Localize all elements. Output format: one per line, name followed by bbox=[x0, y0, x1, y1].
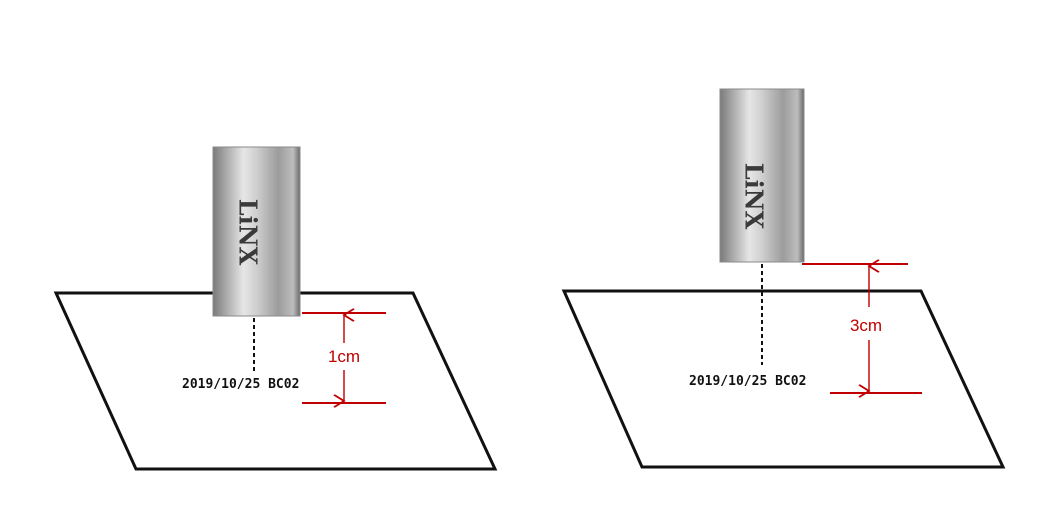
distance-dimension: 3cm bbox=[802, 264, 922, 393]
distance-label: 1cm bbox=[328, 347, 360, 366]
distance-dimension: 1cm bbox=[302, 313, 386, 403]
printed-code-text: 2019/10/25 BC02 bbox=[689, 374, 806, 389]
printed-code-text: 2019/10/25 BC02 bbox=[182, 377, 299, 392]
printhead-nozzle: LiNX bbox=[719, 88, 805, 263]
distance-label: 3cm bbox=[850, 316, 882, 335]
nozzle-brand-label: LiNX bbox=[234, 199, 263, 266]
nozzle-brand-label: LiNX bbox=[740, 163, 769, 230]
print-surface bbox=[561, 289, 1006, 469]
right-panel: LiNX 2019/10/25 BC02 3cm bbox=[561, 88, 1006, 469]
left-panel: LiNX 2019/10/25 BC02 1cm bbox=[53, 146, 498, 471]
printhead-nozzle: LiNX bbox=[212, 146, 301, 317]
